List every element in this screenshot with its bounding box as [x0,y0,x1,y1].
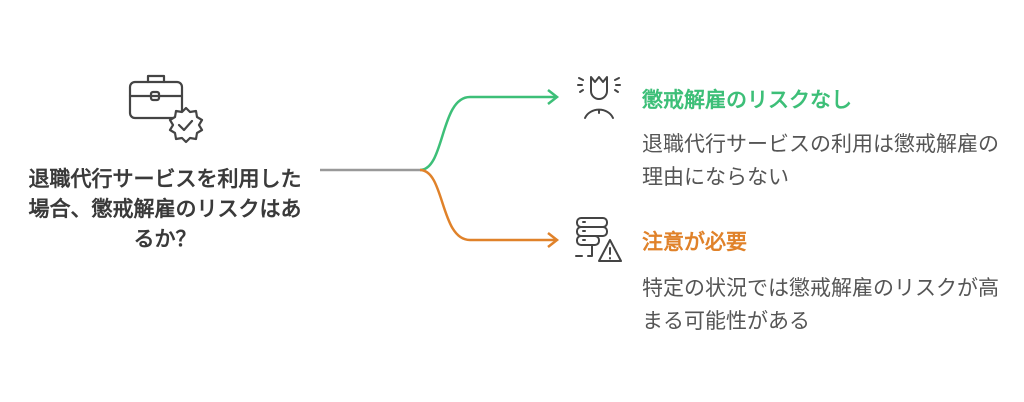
branch-title-caution: 注意が必要 [642,230,747,254]
arrow-orange [547,232,560,248]
branch-title-no-risk: 懲戒解雇のリスクなし [642,88,852,112]
branch-orange [419,168,556,242]
server-warning-icon [575,217,622,262]
branch-body-no-risk: 退職代行サービスの利用は懲戒解雇の理由にならない [642,132,999,189]
arrow-green [547,89,560,105]
central-question: 退職代行サービスを利用した場合、懲戒解雇のリスクはあるか？ [28,167,302,251]
branch-green [419,95,556,172]
branch-body-caution: 特定の状況では懲戒解雇のリスクが高まる可能性がある [642,276,999,333]
person-crown-icon [577,76,621,119]
briefcase-check-icon [128,74,204,144]
